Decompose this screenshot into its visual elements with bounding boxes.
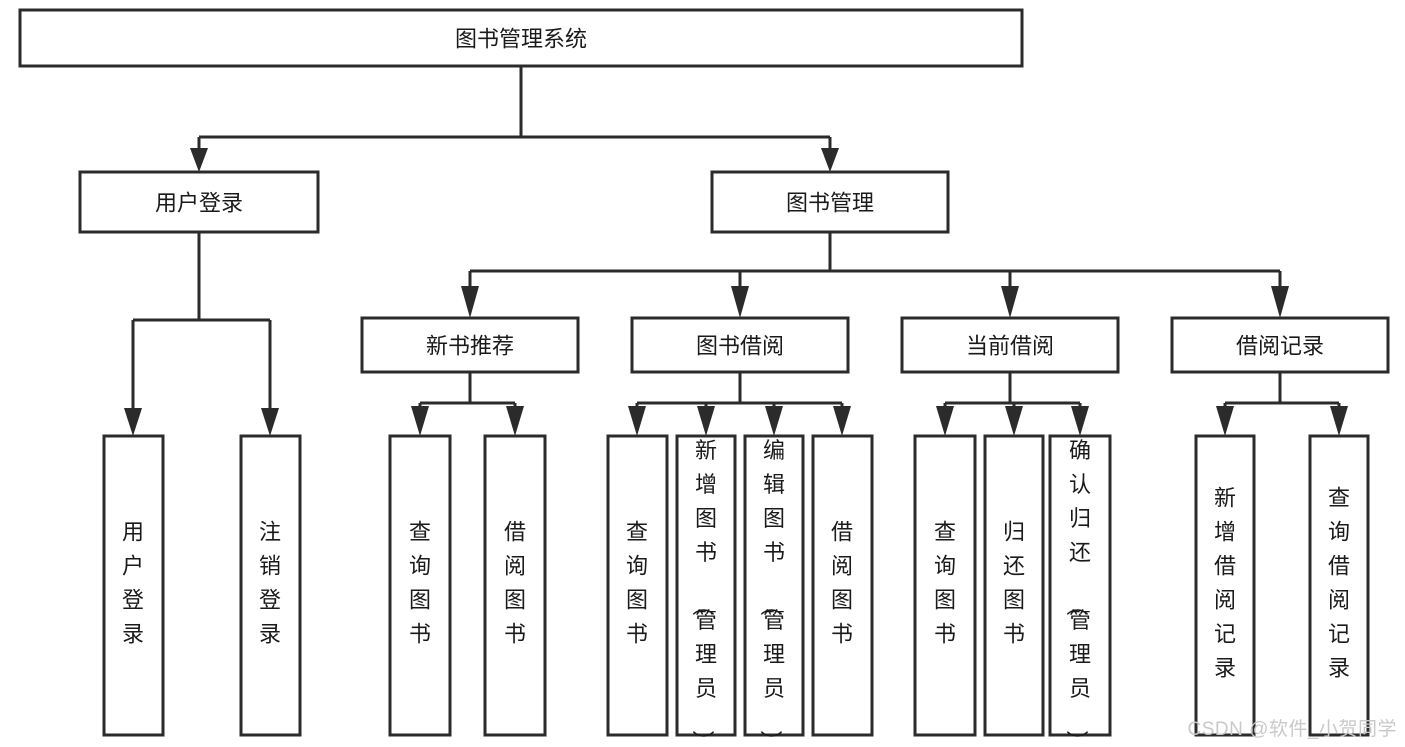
node-leaf-user-login-label: 用户登录 [122,520,144,647]
node-leaf-query-book-3[interactable]: 查询图书 [913,434,977,737]
node-current-borrow[interactable]: 当前借阅 [900,316,1120,374]
node-leaf-user-login[interactable]: 用户登录 [102,434,165,737]
node-book-borrow-label: 图书借阅 [696,334,784,359]
node-leaf-add-record-label: 新增借阅记录 [1214,486,1236,681]
arrow-book-manage-to-new-book [461,286,479,318]
node-leaf-query-book-2-label: 查询图书 [626,520,648,647]
arrow-book-borrow-leaf-2 [697,406,715,436]
node-leaf-user-logout-label: 注销登录 [259,520,281,647]
arrow-book-borrow-leaf-1 [628,406,646,436]
arrow-new-book-leaf-1 [411,406,429,436]
node-new-book-recommend-label: 新书推荐 [426,334,514,359]
node-leaf-edit-book[interactable]: 编辑图书（管理员） [743,434,805,747]
arrow-book-manage-to-current-borrow [1001,286,1019,318]
arrow-current-borrow-leaf-2 [1005,406,1023,436]
node-leaf-add-record[interactable]: 新增借阅记录 [1194,434,1256,737]
arrow-user-login-leaf-1 [124,408,142,436]
node-leaf-user-logout[interactable]: 注销登录 [239,434,302,737]
node-new-book-recommend[interactable]: 新书推荐 [360,316,580,374]
node-root-label: 图书管理系统 [455,27,587,52]
arrow-book-manage-to-book-borrow [731,286,749,318]
node-leaf-edit-book-label: 编辑图书（管理员） [758,438,785,747]
node-leaf-return-book[interactable]: 归还图书 [983,434,1045,737]
node-book-borrow[interactable]: 图书借阅 [630,316,850,374]
node-leaf-query-book-2[interactable]: 查询图书 [606,434,669,737]
edges-layer [124,66,1348,436]
arrow-root-to-book-manage [821,148,839,172]
node-borrow-record-label: 借阅记录 [1236,334,1324,359]
node-root[interactable]: 图书管理系统 [18,8,1024,68]
node-borrow-record[interactable]: 借阅记录 [1170,316,1390,374]
arrow-borrow-record-leaf-2 [1330,406,1348,436]
node-leaf-borrow-book-2-label: 借阅图书 [831,520,853,647]
node-leaf-query-book-1-label: 查询图书 [409,520,431,647]
node-leaf-query-book-1[interactable]: 查询图书 [388,434,452,737]
node-leaf-confirm-return[interactable]: 确认归还（管理员） [1048,434,1112,747]
arrow-user-login-leaf-2 [261,408,279,436]
arrow-book-manage-to-borrow-record [1271,286,1289,318]
node-leaf-borrow-book-2[interactable]: 借阅图书 [811,434,874,737]
node-book-manage[interactable]: 图书管理 [710,170,950,234]
node-book-manage-label: 图书管理 [786,191,874,216]
node-leaf-confirm-return-label: 确认归还（管理员） [1064,438,1091,747]
arrow-borrow-record-leaf-1 [1216,406,1234,436]
node-user-login[interactable]: 用户登录 [78,170,320,234]
arrow-current-borrow-leaf-1 [936,406,954,436]
arrow-book-borrow-leaf-4 [833,406,851,436]
csdn-watermark: CSDN @软件_小贺同学 [1187,719,1397,740]
node-leaf-borrow-book-1-label: 借阅图书 [504,520,526,647]
arrow-root-to-user-login [190,148,208,172]
node-user-login-label: 用户登录 [155,191,243,216]
arrow-new-book-leaf-2 [506,406,524,436]
node-leaf-query-book-3-label: 查询图书 [934,520,956,647]
node-leaf-query-record-label: 查询借阅记录 [1328,486,1350,681]
node-leaf-borrow-book-1[interactable]: 借阅图书 [483,434,547,737]
node-current-borrow-label: 当前借阅 [966,334,1054,359]
arrow-current-borrow-leaf-3 [1071,406,1089,436]
node-leaf-add-book[interactable]: 新增图书（管理员） [675,434,737,747]
node-leaf-query-record[interactable]: 查询借阅记录 [1308,434,1370,737]
nodes-layer: 图书管理系统 用户登录 图书管理 新书推荐 图书借阅 当前 [18,8,1390,747]
node-leaf-return-book-label: 归还图书 [1003,520,1025,647]
node-leaf-add-book-label: 新增图书（管理员） [690,438,717,747]
arrow-book-borrow-leaf-3 [765,406,783,436]
